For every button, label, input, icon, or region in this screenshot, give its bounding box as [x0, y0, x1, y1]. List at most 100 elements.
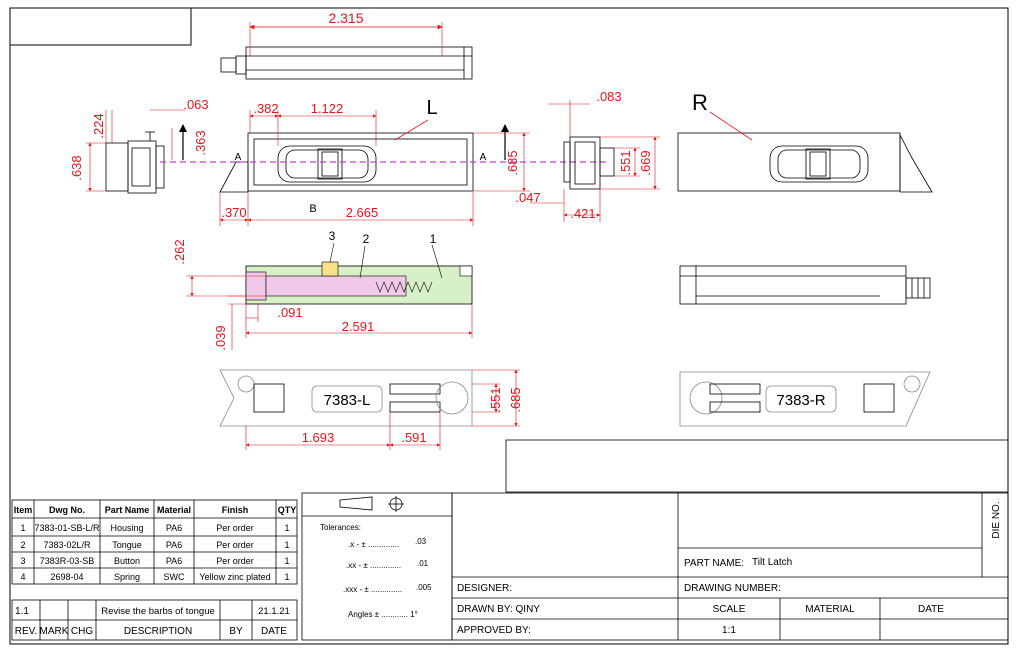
bottom-dims	[245, 369, 520, 450]
bom-r3-part: Button	[114, 556, 140, 566]
dim-front-d5: 2.665	[346, 205, 379, 220]
designer-label: DESIGNER:	[457, 583, 512, 594]
bom-text: Item Dwg No. Part Name Material Finish Q…	[14, 505, 297, 582]
bom-r2-qty: 1	[284, 540, 289, 550]
dim-left-wtop: .224	[91, 113, 106, 138]
title-block	[451, 439, 1009, 641]
dim-bot-d4: .591	[401, 430, 426, 445]
callout-1: 1	[430, 232, 437, 246]
dim-right-d1: .083	[596, 89, 621, 104]
bom-r1-item: 1	[20, 523, 25, 533]
front-dims	[219, 110, 530, 226]
dim-front-d2: 1.122	[311, 101, 344, 116]
bom-h-item: Item	[14, 505, 33, 515]
rev-description: Revise the barbs of tongue	[101, 606, 215, 617]
rev-h-chg: CHG	[71, 626, 93, 637]
tol-l2: .xx - ± ..............	[346, 561, 401, 570]
front-view-left	[219, 132, 474, 193]
top-width-dimension: 2.315	[249, 10, 443, 56]
dim-front-d1: .382	[253, 101, 278, 116]
dim-sec-d3: .039	[213, 325, 228, 350]
bom-r4-material: SWC	[164, 572, 185, 582]
bom-r2-item: 2	[20, 540, 25, 550]
dim-right-d2: .551	[618, 150, 633, 175]
bom-h-finish: Finish	[222, 505, 249, 515]
title-block-text: DIE NO. PART NAME: Tilt Latch DESIGNER: …	[457, 501, 1002, 636]
top-view	[220, 46, 473, 80]
bom-r1-finish: Per order	[216, 523, 254, 533]
tol-l3: .xxx - ± ..............	[343, 585, 402, 594]
dim-left-h: .638	[69, 155, 84, 180]
mark-r: 7383-R	[776, 392, 825, 409]
front-view-label: L	[426, 97, 437, 119]
dim-sec-d4: 2.591	[342, 319, 375, 334]
rev-date: 21.1.21	[258, 606, 290, 617]
drawn-by-label: DRAWN BY: QINY	[457, 604, 540, 615]
dim-sec-d2: .091	[277, 305, 302, 320]
dim-front-d4: .370	[221, 205, 246, 220]
date-label: DATE	[918, 604, 944, 615]
dim-front-d3: .685	[505, 150, 520, 175]
rev-h-by: BY	[229, 626, 243, 637]
dim-right-d3: .669	[638, 150, 653, 175]
front-view-right	[677, 132, 933, 193]
drawing-number-label: DRAWING NUMBER:	[684, 583, 781, 594]
bom-r4-finish: Yellow zinc plated	[199, 572, 270, 582]
bom-r1-material: PA6	[166, 523, 182, 533]
callout-2: 2	[363, 232, 370, 246]
dim-left-off: .063	[183, 97, 208, 112]
bom-r2-finish: Per order	[216, 540, 254, 550]
bom-h-dwg: Dwg No.	[49, 505, 85, 515]
tol-title: Tolerances:	[320, 523, 361, 532]
bom-r1-dwg: 7383-01-SB-L/R	[34, 523, 100, 533]
bom-r4-item: 4	[20, 572, 25, 582]
section-arrows	[179, 124, 509, 160]
bom-r3-dwg: 7383R-03-SB	[40, 556, 95, 566]
tolerance-text: Tolerances: .x - ± .............. .03 .x…	[320, 523, 432, 619]
right-side-view	[563, 136, 615, 190]
bom-r4-dwg: 2698-04	[50, 572, 83, 582]
dim-sec-d1: .262	[172, 239, 187, 264]
bom-h-part: Part Name	[105, 505, 150, 515]
revision-table	[11, 599, 298, 641]
left-side-dims	[86, 109, 185, 192]
callout-3: 3	[329, 229, 336, 243]
bom-r2-part: Tongue	[112, 540, 142, 550]
approved-by-label: APPROVED BY:	[457, 625, 531, 636]
bom-r4-qty: 1	[284, 572, 289, 582]
tol-v2: .01	[417, 559, 429, 568]
sec-b: B	[309, 203, 316, 215]
rev-h-desc: DESCRIPTION	[124, 626, 192, 637]
bom-r1-part: Housing	[110, 523, 143, 533]
bom-table	[11, 499, 298, 585]
die-no-label: DIE NO.	[991, 501, 1002, 538]
rev-h-date: DATE	[261, 626, 287, 637]
rev-h-mark: MARK	[40, 626, 69, 637]
scale-label: SCALE	[713, 604, 746, 615]
part-name-label: PART NAME:	[684, 558, 744, 569]
dim-left-h2: .363	[193, 130, 208, 155]
bom-r4-part: Spring	[114, 572, 140, 582]
bom-r3-item: 3	[20, 556, 25, 566]
bom-h-material: Material	[157, 505, 191, 515]
scale-value: 1:1	[722, 625, 736, 636]
section-callouts	[329, 242, 443, 279]
bom-r2-material: PA6	[166, 540, 182, 550]
dim-bot-d2: .685	[508, 387, 523, 412]
dim-top-width: 2.315	[328, 10, 363, 26]
dim-right-d4: .047	[515, 190, 540, 205]
revision-text: 1.1 Revise the barbs of tongue 21.1.21 R…	[15, 606, 290, 637]
dim-bot-d1: .551	[488, 387, 503, 412]
bom-r2-dwg: 7383-02L/R	[43, 540, 91, 550]
part-name-value: Tilt Latch	[752, 557, 792, 568]
rev-h-rev: REV.	[15, 626, 37, 637]
rev-value: 1.1	[15, 606, 29, 617]
tol-v1: .03	[415, 537, 427, 546]
right-label-leader	[709, 111, 753, 141]
section-dims	[186, 275, 473, 350]
right-view-label: R	[692, 90, 708, 115]
section-view	[245, 261, 473, 305]
sec-a-right: A	[480, 152, 487, 163]
sec-a-left: A	[235, 152, 242, 163]
